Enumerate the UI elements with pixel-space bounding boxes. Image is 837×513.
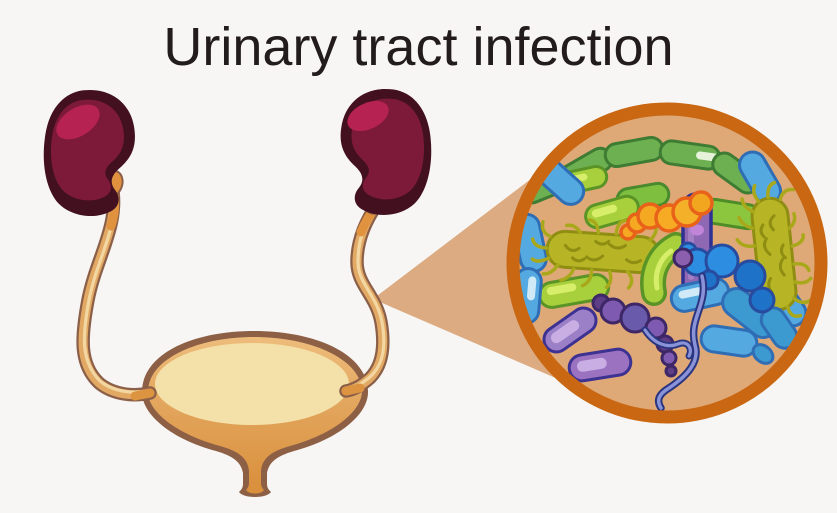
- left-kidney: [39, 86, 141, 220]
- purple-streptococcus-chain: [591, 247, 694, 378]
- page-title: Urinary tract infection: [163, 17, 674, 77]
- magnifier-ring: [506, 102, 828, 424]
- kidney-highlight: [347, 100, 389, 132]
- bacteria-scene: [519, 135, 815, 411]
- short-flagellum: [641, 326, 694, 360]
- orange-streptococcus-chain: [619, 190, 714, 241]
- right-kidney: [332, 84, 438, 220]
- lavender-bacillus-group: [542, 306, 633, 383]
- left-ureter: [76, 179, 157, 402]
- spirochete-flagellum: [654, 272, 708, 411]
- kidney-highlight: [56, 104, 100, 140]
- lime-bacillus-curved: [640, 232, 689, 306]
- infection-magnifier: [506, 102, 828, 424]
- bladder-inner-lumen: [155, 343, 349, 425]
- bladder: [141, 331, 369, 497]
